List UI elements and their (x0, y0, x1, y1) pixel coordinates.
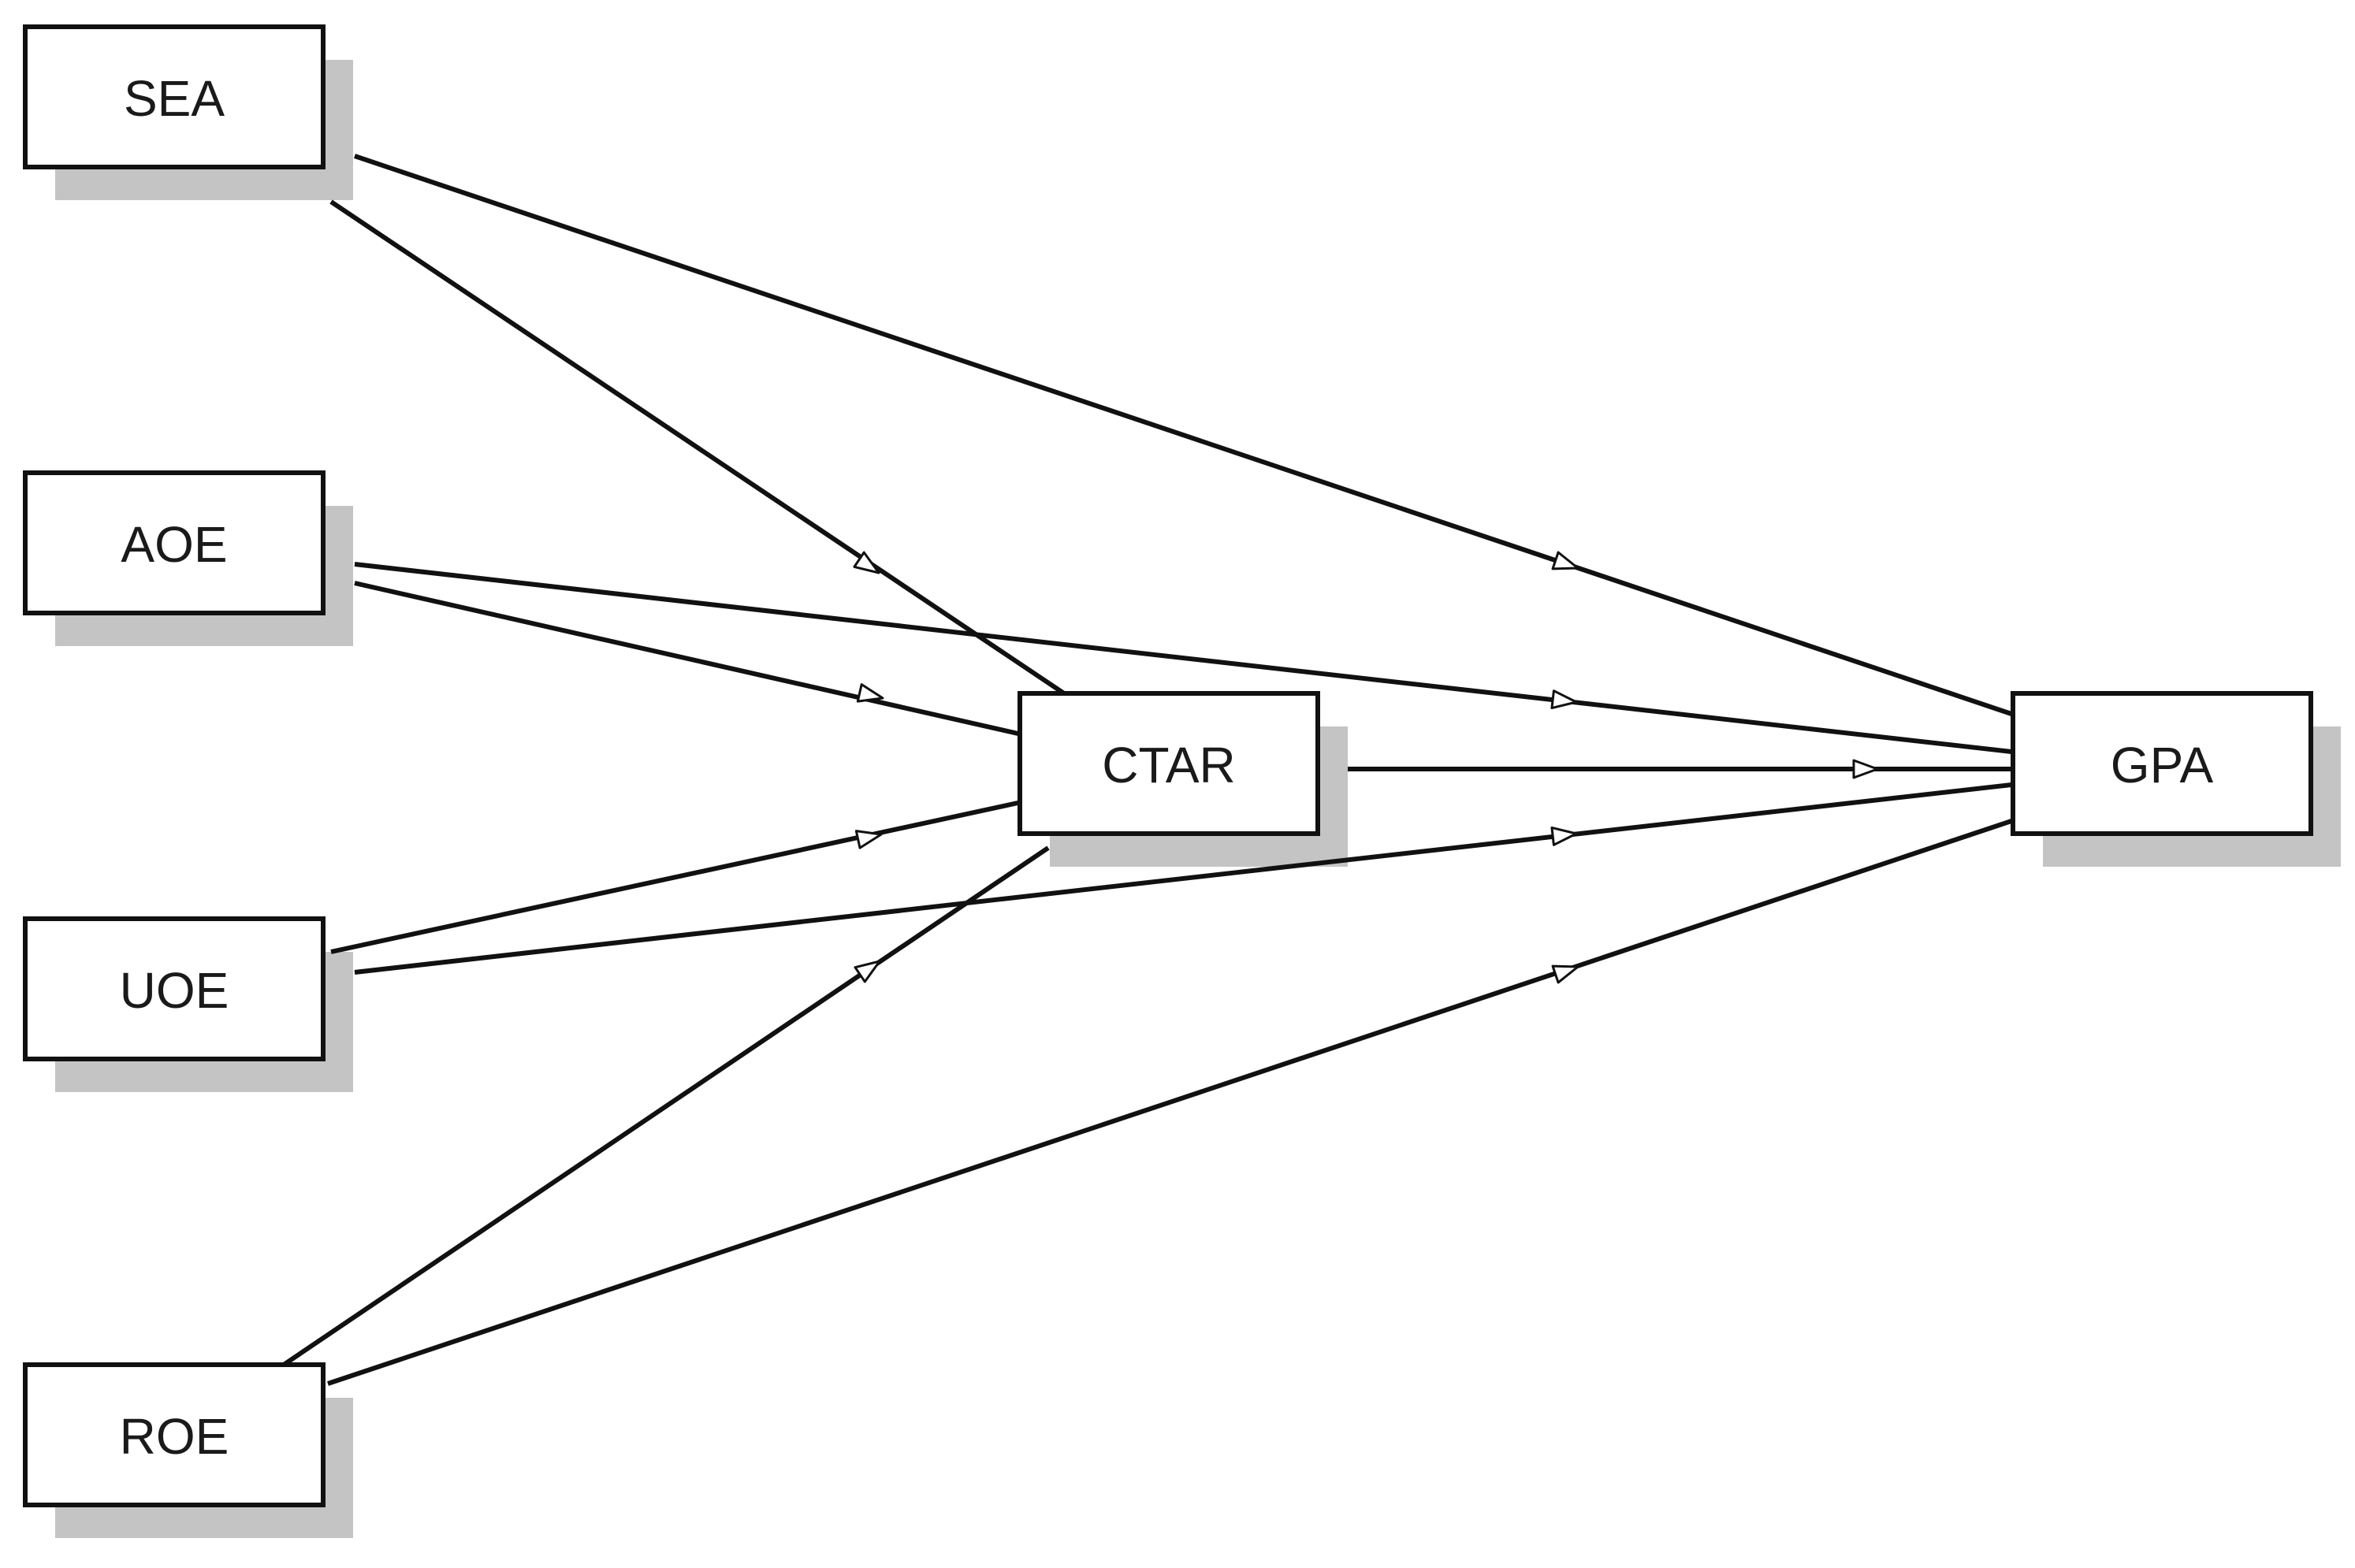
edge-aoe-gpa (354, 562, 2012, 754)
arrowhead-roe-ctar (854, 960, 881, 983)
arrowhead-sea-gpa (1551, 551, 1579, 570)
node-label-ctar: CTAR (1102, 737, 1235, 793)
node-box-gpa (2011, 691, 2313, 836)
arrowhead-uoe-ctar (854, 830, 883, 849)
edge-sea-gpa (354, 154, 2012, 716)
arrowhead-uoe-gpa (1550, 826, 1578, 846)
node-box-uoe (23, 916, 326, 1061)
node-labels: SEA AOE UOE ROE CTAR GPA (120, 70, 2214, 1465)
node-boxes (23, 24, 2313, 1507)
node-label-roe: ROE (120, 1408, 229, 1465)
node-box-sea (23, 24, 326, 169)
edge-sea-ctar (329, 199, 1066, 696)
edge-uoe-ctar (330, 800, 1022, 954)
edge-roe-gpa (327, 819, 2012, 1386)
arrowhead-roe-gpa (1551, 964, 1579, 984)
node-box-roe (23, 1362, 326, 1507)
edge-aoe-ctar (354, 581, 1022, 737)
node-label-aoe: AOE (121, 516, 227, 573)
node-box-aoe (23, 470, 326, 615)
arrowheads (853, 551, 1879, 984)
node-label-sea: SEA (124, 70, 225, 127)
node-label-uoe: UOE (120, 962, 229, 1019)
arrowhead-ctar-gpa (1852, 759, 1879, 779)
edges (282, 154, 2012, 1386)
arrowhead-aoe-gpa (1550, 689, 1578, 710)
edge-roe-ctar (282, 845, 1050, 1367)
node-label-gpa: GPA (2111, 737, 2214, 793)
node-box-ctar (1018, 691, 1320, 836)
arrowhead-aoe-ctar (856, 683, 884, 703)
edge-uoe-gpa (354, 782, 2012, 975)
arrowhead-sea-ctar (853, 551, 880, 574)
